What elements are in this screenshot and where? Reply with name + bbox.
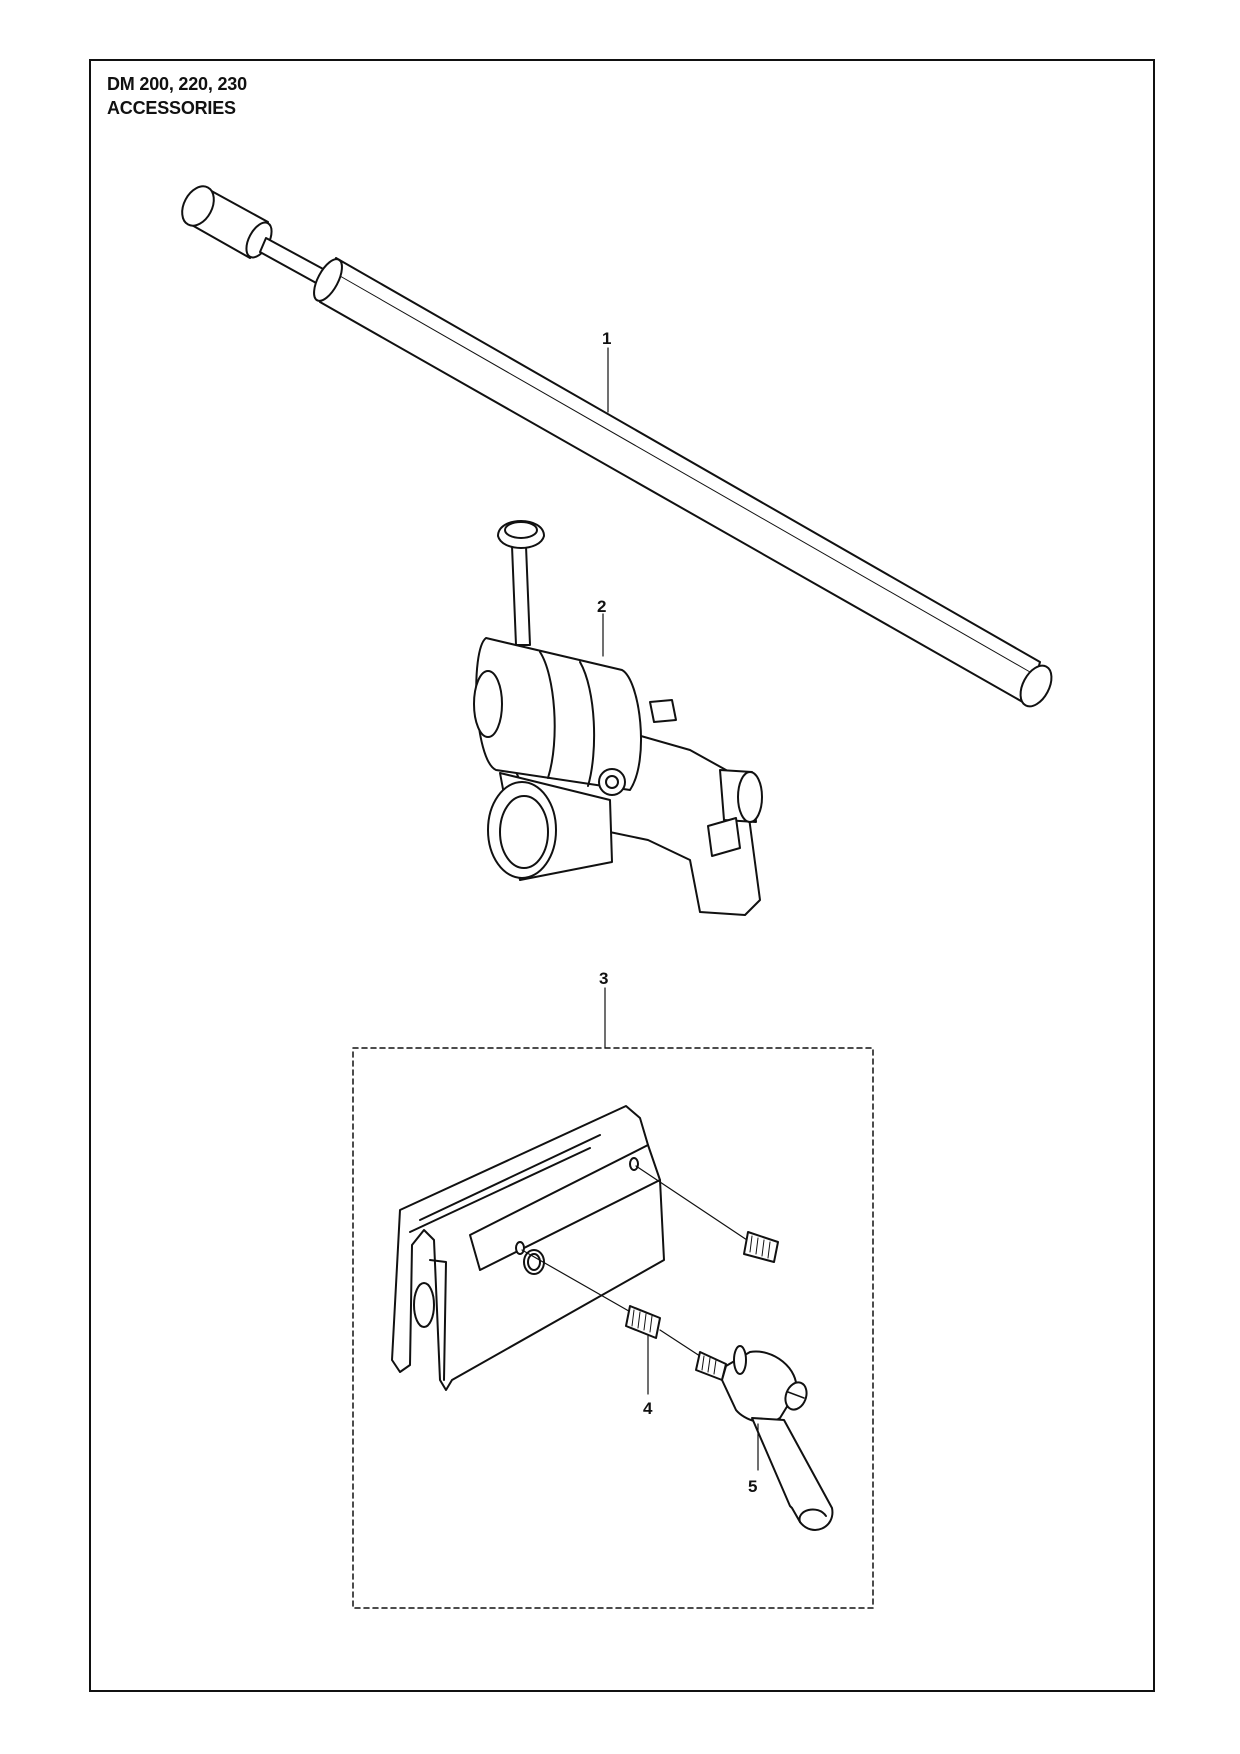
part-4-set-screw	[625, 1231, 779, 1339]
callout-3: 3	[599, 969, 608, 988]
part-3-bracket	[391, 1105, 665, 1391]
part-5-handle	[695, 1345, 834, 1531]
part-1-rod	[181, 185, 1053, 708]
part-2-clamp	[473, 520, 763, 916]
callout-leaders	[602, 347, 759, 1471]
section-line: ACCESSORIES	[107, 98, 236, 118]
callout-4: 4	[643, 1399, 653, 1418]
model-line: DM 200, 220, 230	[107, 74, 247, 94]
page-title: DM 200, 220, 230 ACCESSORIES	[107, 72, 247, 120]
page-border	[89, 59, 1155, 1692]
callout-2: 2	[597, 597, 606, 616]
callout-5: 5	[748, 1477, 757, 1496]
callout-1: 1	[602, 329, 611, 348]
